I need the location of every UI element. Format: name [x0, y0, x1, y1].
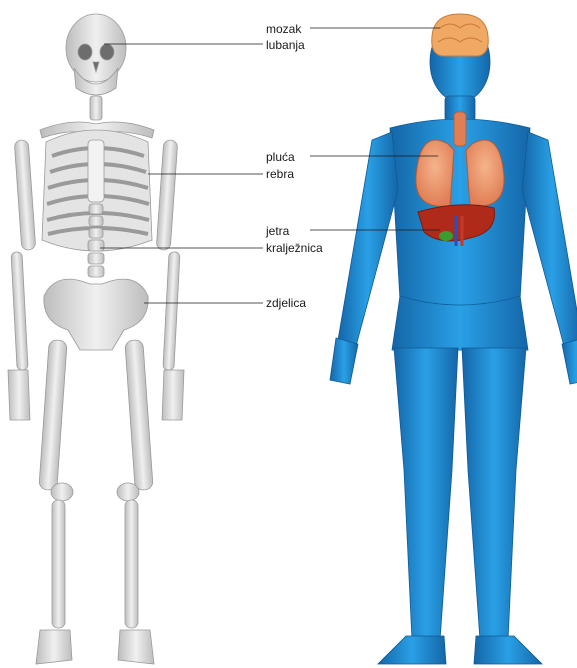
- label-zdjelica: zdjelica: [266, 296, 306, 310]
- label-rebra: rebra: [266, 167, 294, 181]
- brain-organ: [432, 14, 489, 56]
- skeleton-figure: [8, 14, 184, 664]
- human-body-figure: [330, 14, 577, 664]
- lungs-organ: [416, 140, 454, 206]
- pelvis: [44, 279, 148, 350]
- label-jetra: jetra: [266, 224, 289, 238]
- label-pluca: pluća: [266, 150, 295, 164]
- skull: [66, 14, 126, 95]
- label-mozak: mozak: [266, 22, 301, 36]
- label-lubanja: lubanja: [266, 38, 305, 52]
- label-kraljeznica: kralježnica: [266, 241, 323, 255]
